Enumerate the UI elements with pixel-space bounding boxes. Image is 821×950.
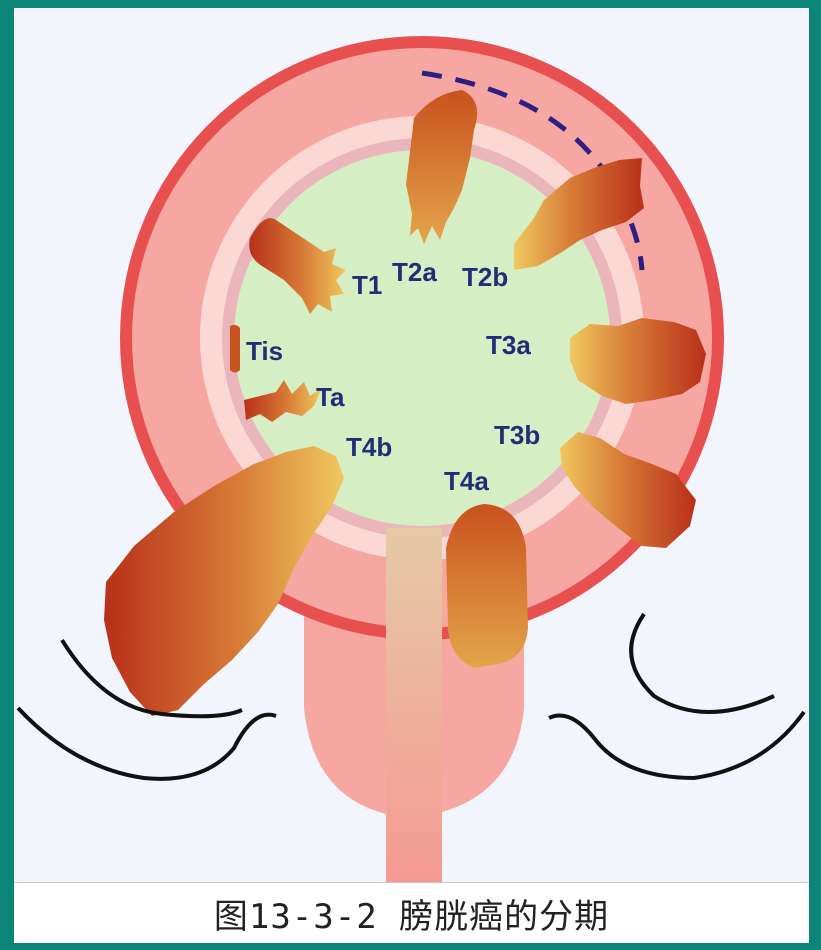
label-tis: Tis — [246, 336, 283, 366]
pelvic-outline-right — [549, 614, 804, 778]
urethra — [386, 528, 442, 882]
label-ta: Ta — [316, 382, 345, 412]
label-t3a: T3a — [486, 330, 531, 360]
label-t4b: T4b — [346, 432, 392, 462]
bladder-cancer-staging-diagram: T1 T2a T2b Tis Ta T3a T3b T4a T4b — [14, 8, 809, 882]
label-t3b: T3b — [494, 420, 540, 450]
figure-frame: T1 T2a T2b Tis Ta T3a T3b T4a T4b 图13-3-… — [14, 8, 809, 942]
label-t4a: T4a — [444, 466, 489, 496]
label-t2a: T2a — [392, 257, 437, 287]
tumor-t4a — [446, 504, 528, 668]
tumor-tis — [230, 325, 240, 373]
figure-caption: 图13-3-2 膀胱癌的分期 — [14, 882, 809, 943]
label-t2b: T2b — [462, 262, 508, 292]
label-t1: T1 — [352, 270, 382, 300]
